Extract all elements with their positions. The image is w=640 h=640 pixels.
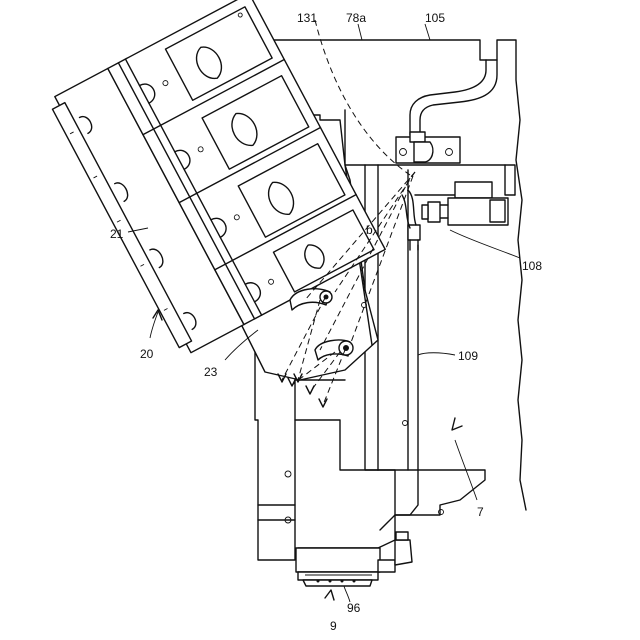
- tool-9: [296, 532, 412, 586]
- label-78a: 78a: [346, 11, 366, 25]
- label-23: 23: [204, 365, 218, 379]
- label-105: 105: [425, 11, 445, 25]
- label-131: 131: [297, 11, 317, 25]
- label-21: 21: [110, 227, 124, 241]
- pipe-105: [396, 60, 497, 163]
- label-96: 96: [347, 601, 361, 615]
- label-7: 7: [477, 505, 484, 519]
- label-109: 109: [458, 349, 478, 363]
- label-20: 20: [140, 347, 154, 361]
- label-9: 9: [330, 619, 337, 633]
- label-b: b: [366, 223, 373, 237]
- label-108: 108: [522, 259, 542, 273]
- valve-108: [402, 182, 508, 250]
